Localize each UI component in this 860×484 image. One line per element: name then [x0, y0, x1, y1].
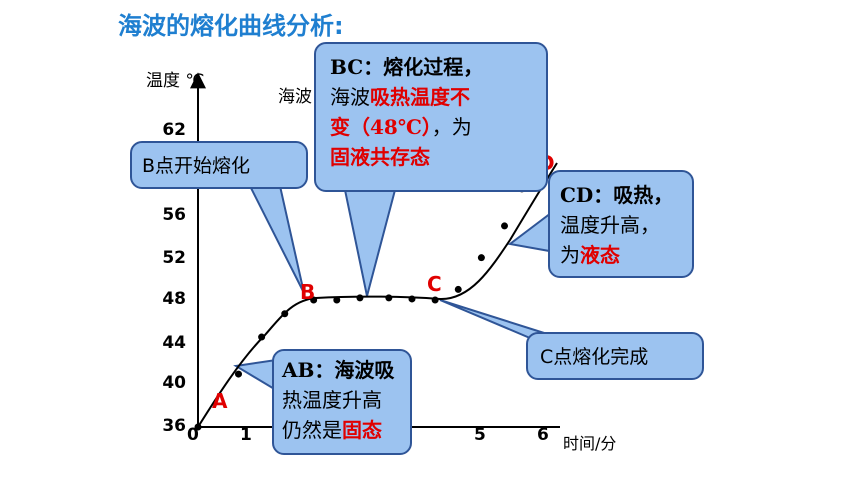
data-point: [281, 310, 289, 318]
y-axis-label: 温度 ℃: [146, 71, 205, 91]
callout-bc-line2-red: 吸热温度不: [370, 85, 470, 109]
data-point: [431, 296, 439, 304]
data-point: [234, 370, 242, 378]
x-tick-5: 5: [474, 425, 486, 445]
x-tick-6: 6: [537, 425, 549, 445]
callout-bc-line2-black: 海波: [330, 85, 370, 109]
curve-line: [197, 162, 558, 428]
y-tick-48: 48: [162, 289, 186, 309]
callout-ab: AB：海波吸 热温度升高 仍然是固态: [272, 349, 412, 455]
data-point: [310, 296, 318, 304]
callout-c-done-text: C点熔化完成: [540, 346, 649, 368]
x-axis-label: 时间/分: [563, 434, 617, 453]
data-point: [408, 295, 416, 303]
callout-bc-line4: 固液共存态: [330, 145, 430, 169]
data-point: [333, 296, 341, 304]
callout-bc-line1: BC：熔化过程，: [330, 55, 484, 79]
y-tick-56: 56: [162, 205, 186, 225]
b-callout-tail: [248, 185, 305, 294]
callout-cd-line2: 温度升高，: [560, 213, 660, 237]
ab-callout-tail: [233, 358, 277, 392]
callout-b-start-text: B点开始熔化: [142, 155, 251, 177]
point-label-a: A: [212, 389, 228, 413]
callout-cd: CD：吸热， 温度升高， 为液态: [548, 170, 694, 278]
data-point: [454, 285, 462, 293]
y-tick-52: 52: [162, 248, 186, 268]
bc-callout-tail: [343, 189, 397, 297]
callout-ab-line3-black: 仍然是: [282, 418, 342, 442]
page-title: 海波的熔化曲线分析:: [118, 12, 344, 40]
partially-hidden-text: 海波: [278, 87, 312, 107]
x-tick-1: 1: [240, 425, 252, 445]
data-point: [477, 254, 485, 262]
data-point: [356, 294, 364, 302]
y-tick-40: 40: [162, 373, 186, 393]
x-tick-0: 0: [187, 425, 199, 445]
y-tick-62: 62: [162, 120, 186, 140]
data-point: [501, 222, 509, 230]
y-tick-44: 44: [162, 333, 186, 353]
callout-ab-line1: AB：海波吸: [282, 358, 395, 382]
callout-ab-line3-red: 固态: [342, 418, 382, 442]
callout-bc: BC：熔化过程， 海波吸热温度不 变（48℃），为 固液共存态: [314, 42, 548, 192]
callout-b-start: B点开始熔化: [130, 141, 308, 189]
callout-ab-line2: 热温度升高: [282, 388, 382, 412]
callout-c-done: C点熔化完成: [526, 332, 704, 380]
data-point: [258, 333, 266, 341]
data-point: [194, 423, 202, 431]
callout-cd-line1: CD：吸热，: [560, 183, 674, 207]
data-point: [385, 294, 393, 302]
callout-bc-line3-red: 变（48℃）: [330, 115, 432, 139]
point-label-c: C: [427, 272, 442, 296]
callout-cd-line3-black: 为: [560, 243, 580, 267]
callout-cd-line3-red: 液态: [580, 243, 620, 267]
y-tick-36: 36: [162, 416, 186, 436]
callout-bc-line3-black: ，为: [431, 115, 472, 139]
point-label-b: B: [300, 280, 316, 304]
